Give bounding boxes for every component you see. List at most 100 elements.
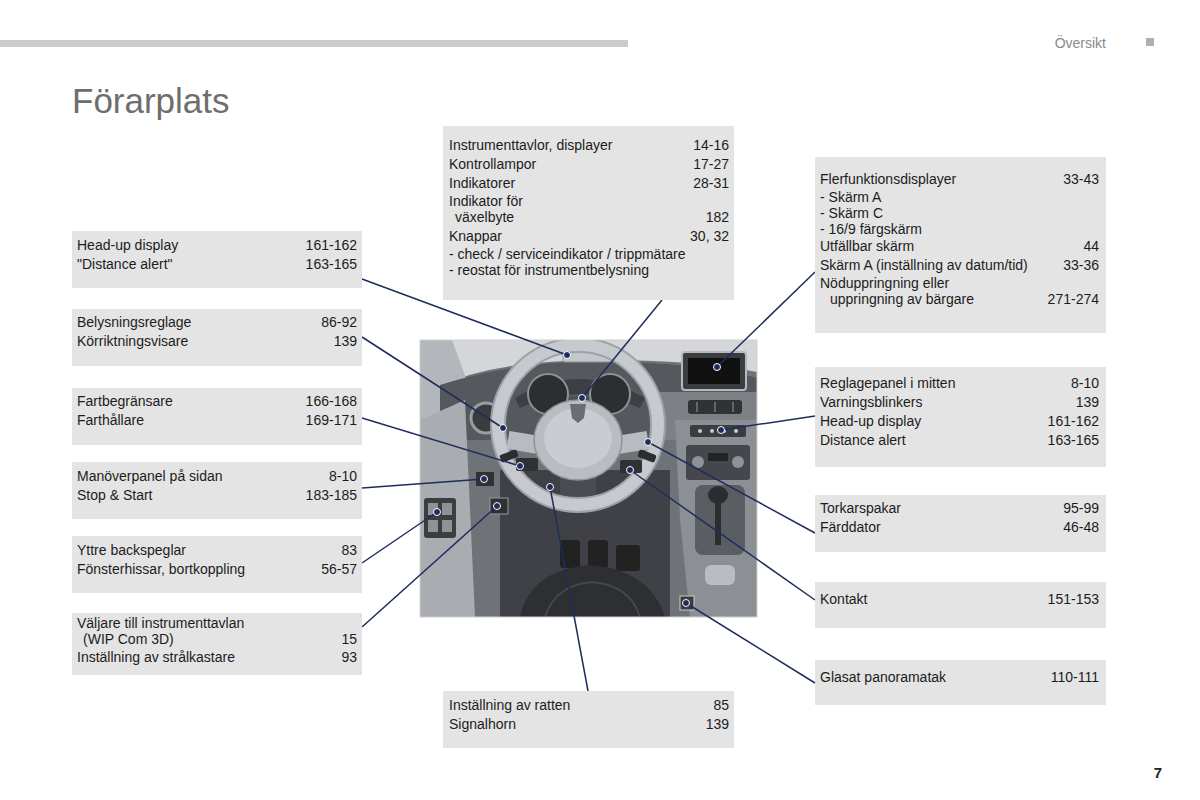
header-bar bbox=[0, 40, 628, 47]
leader-dot bbox=[517, 463, 524, 470]
page-ref: 182 bbox=[706, 209, 729, 225]
cockpit-illustration bbox=[442, 503, 452, 515]
leader-line bbox=[721, 416, 815, 430]
leader-dot bbox=[718, 427, 725, 434]
item-label: Distance alert bbox=[820, 431, 906, 450]
entry-row: Manöverpanel på sidan8-10 bbox=[77, 467, 357, 486]
page-title: Förarplats bbox=[72, 83, 230, 118]
leader-line bbox=[362, 506, 497, 627]
info-box: Torkarspakar95-99Färddator46-48 bbox=[815, 495, 1106, 552]
cockpit-illustration bbox=[680, 596, 694, 610]
leader-dot bbox=[627, 467, 634, 474]
cockpit-illustration bbox=[688, 358, 740, 384]
leader-dot bbox=[547, 484, 554, 491]
header-bar bbox=[1146, 38, 1154, 46]
entry-row: - reostat för instrumentbelysning bbox=[449, 262, 729, 278]
item-label: "Distance alert" bbox=[77, 255, 173, 274]
cockpit-illustration bbox=[516, 458, 538, 471]
leader-dot bbox=[645, 439, 652, 446]
entry-row: Signalhorn 139 bbox=[449, 715, 729, 734]
cockpit-illustration bbox=[428, 520, 438, 532]
page-ref: 139 bbox=[706, 715, 729, 734]
item-label: Indikatorer bbox=[449, 174, 515, 193]
info-box: Head-up display161-162"Distance alert"16… bbox=[72, 231, 362, 288]
cockpit-illustration bbox=[734, 429, 738, 433]
info-box: Inställning av ratten85Signalhorn 139 bbox=[443, 691, 734, 748]
entry-row: - 16/9 färgskärm bbox=[820, 221, 1099, 237]
leader-dot bbox=[564, 352, 571, 359]
info-box: Väljare till instrumenttavlan (WIP Com 3… bbox=[72, 613, 362, 675]
info-box: Instrumenttavlor, displayer14-16Kontroll… bbox=[443, 126, 734, 300]
cockpit-illustration bbox=[660, 392, 757, 440]
item-label: Nöduppringning eller uppringning av bärg… bbox=[820, 275, 995, 307]
cockpit-illustration bbox=[420, 340, 757, 617]
entry-row: Inställning av ratten85 bbox=[449, 696, 729, 715]
entry-row: Head-up display161-162 bbox=[820, 412, 1099, 431]
sub-item: - check / serviceindikator / trippmätare bbox=[449, 246, 686, 262]
item-label: Yttre backspeglar bbox=[77, 541, 186, 560]
info-box: Manöverpanel på sidan8-10Stop & Start 183… bbox=[72, 462, 362, 519]
page-ref: 139 bbox=[334, 332, 357, 351]
page-ref: 33-43 bbox=[1063, 170, 1099, 189]
page-ref: 93 bbox=[341, 648, 357, 667]
leader-line bbox=[362, 512, 437, 563]
entry-row: Färddator46-48 bbox=[820, 518, 1099, 537]
page-ref: 15 bbox=[341, 631, 357, 647]
entry-row: Inställning av strålkastare93 bbox=[77, 648, 357, 667]
page-ref: 161-162 bbox=[306, 236, 357, 255]
page-ref: 139 bbox=[1076, 393, 1099, 412]
entry-row: Head-up display161-162 bbox=[77, 236, 357, 255]
page-ref: 33-36 bbox=[1063, 256, 1099, 275]
item-label: Kontrollampor bbox=[449, 155, 536, 174]
sub-item: - Skärm A bbox=[820, 189, 881, 205]
page-ref: 166-168 bbox=[306, 392, 357, 411]
entry-row: Skärm A (inställning av datum/tid)33-36 bbox=[820, 256, 1099, 275]
leader-line bbox=[362, 272, 815, 691]
page-ref: 151-153 bbox=[1048, 590, 1099, 609]
leader-dot bbox=[494, 503, 501, 510]
entry-row: Fartbegränsare166-168 bbox=[77, 392, 357, 411]
entry-row: Instrumenttavlor, displayer14-16 bbox=[449, 136, 729, 155]
leader-line bbox=[362, 418, 520, 466]
leader-line bbox=[582, 300, 662, 398]
cockpit-illustration bbox=[708, 453, 728, 461]
entry-row: Knappar30, 32 bbox=[449, 227, 729, 246]
entry-row: - Skärm C bbox=[820, 205, 1099, 221]
entry-row: Indikatorer28-31 bbox=[449, 174, 729, 193]
entry-row: - Skärm A bbox=[820, 189, 1099, 205]
item-label: Farthållare bbox=[77, 411, 144, 430]
entry-row: Distance alert 163-165 bbox=[820, 431, 1099, 450]
cockpit-illustration bbox=[686, 445, 750, 480]
item-label: Manöverpanel på sidan bbox=[77, 467, 223, 486]
entry-row: Väljare till instrumenttavlan (WIP Com 3… bbox=[77, 615, 357, 647]
item-label: Signalhorn bbox=[449, 715, 516, 734]
page-ref: 163-165 bbox=[1048, 431, 1099, 450]
section-name: Översikt bbox=[1055, 36, 1106, 50]
cockpit-illustration bbox=[715, 500, 721, 545]
info-box: Yttre backspeglar83Fönsterhissar, bortko… bbox=[72, 536, 362, 593]
entry-row: "Distance alert"163-165 bbox=[77, 255, 357, 274]
leader-line bbox=[550, 487, 588, 691]
cockpit-illustration bbox=[732, 402, 734, 412]
entry-row: Kontrollampor17-27 bbox=[449, 155, 729, 174]
cockpit-illustration bbox=[637, 449, 657, 463]
entry-row: Nöduppringning eller uppringning av bärg… bbox=[820, 275, 1099, 307]
entry-row: Glasat panoramatak110-111 bbox=[820, 668, 1099, 687]
cockpit-illustration bbox=[420, 340, 757, 617]
illustration-frame bbox=[420, 340, 757, 617]
cockpit-illustration bbox=[675, 420, 757, 617]
item-label: Stop & Start bbox=[77, 486, 152, 505]
item-label: Flerfunktionsdisplayer bbox=[820, 170, 956, 189]
item-label: Väljare till instrumenttavlan (WIP Com 3… bbox=[77, 615, 273, 647]
item-label: Fönsterhissar, bortkoppling bbox=[77, 560, 245, 579]
item-label: Belysningsreglage bbox=[77, 313, 191, 332]
info-box: Fartbegränsare166-168Farthållare169-171 bbox=[72, 388, 362, 445]
sub-item: - 16/9 färgskärm bbox=[820, 221, 922, 237]
entry-row: Kontakt151-153 bbox=[820, 590, 1099, 609]
cockpit-illustration bbox=[695, 485, 745, 555]
leader-line bbox=[648, 442, 815, 533]
info-box: Flerfunktionsdisplayer 33-43 - Skärm A- Sk… bbox=[815, 157, 1106, 333]
item-label: Indikator för växelbyte bbox=[449, 193, 555, 225]
page-ref: 183-185 bbox=[306, 486, 357, 505]
leader-line bbox=[630, 470, 815, 600]
